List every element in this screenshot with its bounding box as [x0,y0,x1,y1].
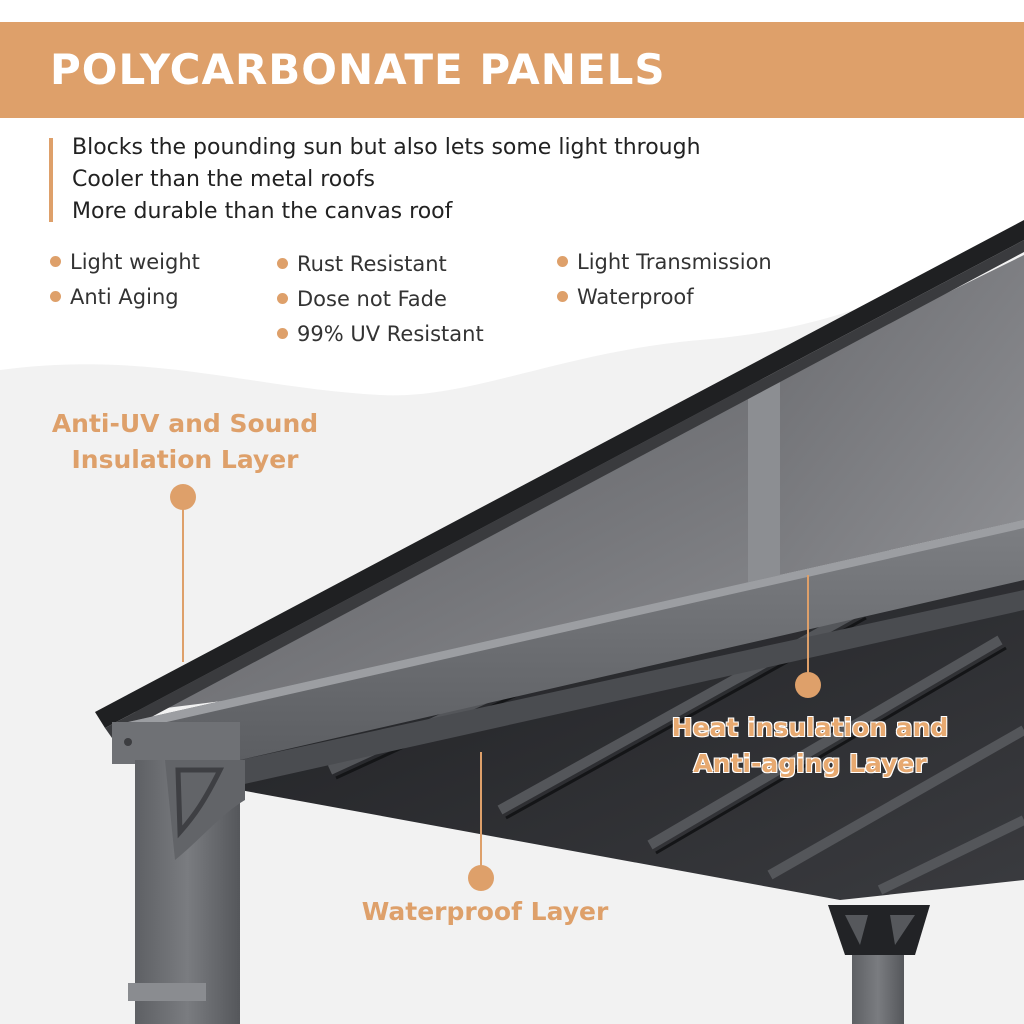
bullet-dot-icon [50,255,61,267]
feature-label: Anti Aging [70,285,179,309]
anti-uv-callout: Anti-UV and Sound Insulation Layer [40,406,330,478]
left-bracket-detail [175,767,225,839]
callout-line: Anti-UV and Sound [51,409,319,438]
bolt [124,738,132,746]
page-title: POLYCARBONATE PANELS [50,45,666,94]
cross-beam [240,590,1024,785]
right-bracket-detail [845,915,915,945]
title-banner [0,22,1024,118]
feature-item: Light Transmission [557,249,772,275]
feature-label: 99% UV Resistant [297,322,484,346]
bullet-dot-icon [50,290,61,302]
bullet-dot-icon [277,292,288,304]
feature-label: Light Transmission [577,250,772,274]
roof-rib [748,372,780,595]
feature-label: Light weight [70,250,200,274]
callout-line: Anti-aging Layer [693,749,927,778]
heat-insulation-callout: Heat insulation and Anti-aging Layer [660,710,960,782]
feature-item: Waterproof [557,284,694,310]
intro-accent-bar [49,138,53,222]
heat-marker-dot [795,672,821,698]
bullet-dot-icon [557,255,568,267]
left-bracket [165,760,245,860]
feature-label: Dose not Fade [297,287,447,311]
bullet-dot-icon [277,257,288,269]
feature-item: Dose not Fade [277,286,447,312]
feature-item: Anti Aging [50,284,179,310]
roof-edge-cap [95,220,1024,728]
callout-line: Insulation Layer [71,445,299,474]
callout-line: Waterproof Layer [361,897,609,926]
waterproof-callout: Waterproof Layer [340,894,630,930]
beam-end-cap [112,722,240,764]
feature-label: Rust Resistant [297,252,447,276]
intro-line-1: Blocks the pounding sun but also lets so… [72,135,701,160]
intro-line-3: More durable than the canvas roof [72,199,453,224]
intro-line-2: Cooler than the metal roofs [72,167,375,192]
callout-line: Heat insulation and [671,713,949,742]
feature-item: 99% UV Resistant [277,321,484,347]
front-beam-highlight [115,520,1024,733]
anti-uv-marker-dot [170,484,196,510]
feature-label: Waterproof [577,285,694,309]
post-base-ring [128,983,206,1001]
bullet-dot-icon [557,290,568,302]
front-beam [115,520,1024,760]
feature-item: Light weight [50,249,200,275]
roof-edge-cap-lower [105,240,1024,738]
left-post [135,760,240,1024]
bullet-dot-icon [277,327,288,339]
waterproof-marker-dot [468,865,494,891]
roof-panel-right [780,255,1024,575]
feature-item: Rust Resistant [277,251,447,277]
